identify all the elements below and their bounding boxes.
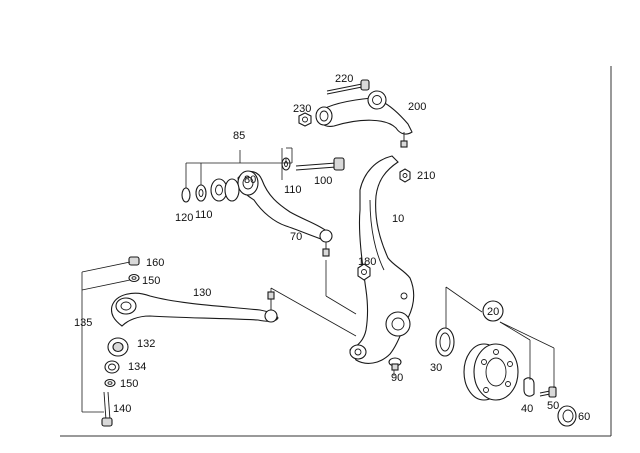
part-132-bushing (107, 337, 129, 357)
label-60: 60 (578, 411, 590, 423)
part-134-ring (104, 360, 120, 374)
callout-circle-20 (482, 300, 504, 322)
part-220-bolt (326, 79, 370, 95)
part-210-nut (399, 168, 411, 183)
part-40-clip (523, 377, 535, 397)
part-150-washer-lower (104, 378, 116, 388)
label-132: 132 (137, 338, 155, 350)
label-30: 30 (430, 362, 442, 374)
part-10-steering-knuckle (349, 155, 415, 364)
part-50-screw (539, 386, 557, 398)
part-130-tension-strut (110, 291, 279, 327)
label-150-upper: 150 (142, 275, 160, 287)
diagram-frame (60, 66, 612, 437)
label-85: 85 (233, 130, 245, 142)
label-130: 130 (193, 287, 211, 299)
label-110-lower: 110 (195, 209, 213, 221)
part-30-seal-ring (435, 327, 455, 357)
part-20-wheel-hub (463, 343, 519, 401)
label-10: 10 (392, 213, 404, 225)
label-200: 200 (408, 101, 426, 113)
label-150-lower: 150 (120, 378, 138, 390)
label-90: 90 (391, 372, 403, 384)
part-140-bolt (101, 391, 113, 427)
part-labels: 220 200 230 85 80 110 100 210 120 110 10… (74, 73, 590, 423)
label-40: 40 (521, 403, 533, 415)
part-180-nut (357, 263, 371, 281)
label-180: 180 (358, 256, 376, 268)
part-160-bolt (128, 256, 140, 266)
label-210: 210 (417, 170, 435, 182)
part-70-lower-control-arm (224, 170, 333, 257)
part-200-upper-arm (315, 90, 413, 148)
label-120: 120 (175, 212, 193, 224)
part-90-screw (388, 357, 402, 371)
label-160: 160 (146, 257, 164, 269)
label-220: 220 (335, 73, 353, 85)
label-135: 135 (74, 317, 92, 329)
part-85-bushing-set (181, 178, 228, 203)
label-80: 80 (244, 174, 256, 186)
label-100: 100 (314, 175, 332, 187)
part-100-bolt (295, 157, 345, 171)
label-140: 140 (113, 403, 131, 415)
label-230: 230 (293, 103, 311, 115)
part-60-cap (557, 405, 577, 427)
label-70: 70 (290, 231, 302, 243)
label-134: 134 (128, 361, 146, 373)
label-50: 50 (547, 400, 559, 412)
leader-lines (81, 147, 555, 413)
label-20: 20 (487, 306, 499, 318)
label-110-upper: 110 (284, 184, 302, 196)
part-150-washer-upper (128, 273, 140, 283)
part-230-nut (298, 112, 312, 127)
